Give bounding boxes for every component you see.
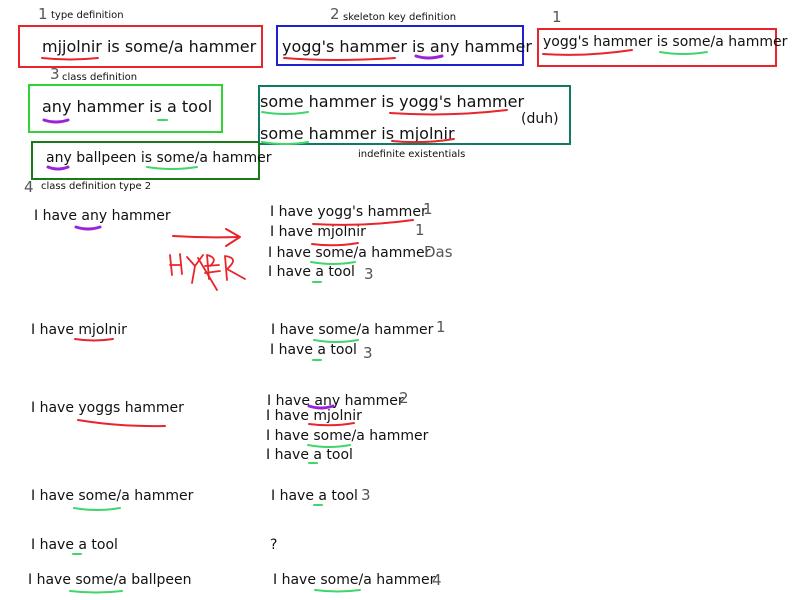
r4-note-3: 3: [361, 486, 371, 504]
r4-right-tool: I have a tool: [271, 488, 358, 504]
dark-green-box-ballpeen: [31, 141, 260, 180]
r2-right-tool: I have a tool: [270, 342, 357, 358]
r5-right-question: ?: [270, 537, 278, 553]
arrow-head-red: [225, 228, 241, 247]
r6-right-text: I have some/a hammer: [273, 572, 436, 588]
r1-note-2: 1: [415, 221, 425, 239]
duh-text: (duh): [521, 111, 559, 127]
red-box-type-definition: [18, 25, 263, 68]
r6-left-text: I have some/a ballpeen: [28, 572, 192, 588]
underline-r3-yoggs-red: [77, 419, 166, 428]
arrow-shaft-red: [172, 235, 239, 239]
underline-r2-mjolnir-red: [74, 338, 114, 342]
red-box-yoggs-some: [537, 28, 777, 67]
any-hammer-tool-text: any hammer is a tool: [42, 97, 213, 116]
number-4: 4: [24, 178, 34, 196]
r3-right-mjolnir: I have mjolnir: [266, 408, 362, 424]
skeleton-key-label: skeleton key definition: [343, 12, 457, 23]
r1-right-mjolnir: I have mjolnir: [270, 224, 366, 240]
r1-note-3: 3: [364, 265, 374, 283]
r2-left-text: I have mjolnir: [31, 322, 127, 338]
teal-line-mjolnir: some hammer is mjolnir: [260, 124, 455, 143]
r2-note-1: 1: [436, 318, 446, 336]
r1-right-some: I have some/a hammer: [268, 245, 431, 261]
mjolnir-definition-text: mjjolnir is some/a hammer: [42, 37, 257, 56]
r1-right-yoggs: I have yogg's hammer: [270, 204, 427, 220]
underline-r1-any-purple: [74, 225, 102, 231]
teal-box-indefinite: [258, 85, 571, 145]
scribble-hyper-red: HYPER: [169, 253, 246, 291]
r6-note-4: 4: [432, 571, 442, 589]
r1-note-1: 1: [423, 200, 433, 218]
r2-note-3: 3: [363, 344, 373, 362]
number-1: 1: [38, 5, 48, 23]
class-def-type2-label: class definition type 2: [41, 181, 152, 192]
r3-note-2: 2: [399, 389, 409, 407]
indefinite-existentials-label: indefinite existentials: [358, 149, 466, 160]
ballpeen-definition-text: any ballpeen is some/a hammer: [46, 150, 272, 166]
number-1b: 1: [552, 8, 562, 26]
yoggs-any-hammer-text: yogg's hammer is any hammer: [282, 37, 532, 56]
underline-r6-some-green: [69, 590, 123, 594]
teal-line-yoggs: some hammer is yogg's hammer: [260, 92, 525, 111]
type-definition-label: type definition: [51, 10, 124, 21]
underline-r6-some-green-2: [314, 589, 361, 593]
r3-right-any: I have any hammer: [267, 393, 404, 409]
r2-right-some: I have some/a hammer: [271, 322, 434, 338]
r1-left-text: I have any hammer: [34, 208, 171, 224]
number-3: 3: [50, 65, 60, 83]
r1-note-das: Das: [424, 243, 453, 261]
green-box-class-definition: [28, 84, 223, 133]
r5-left-text: I have a tool: [31, 537, 118, 553]
r4-left-text: I have some/a hammer: [31, 488, 194, 504]
blue-box-skeleton-key: [276, 25, 524, 66]
number-2: 2: [330, 5, 340, 23]
class-definition-label: class definition: [62, 72, 138, 83]
yoggs-some-hammer-text: yogg's hammer is some/a hammer: [543, 34, 788, 50]
r3-right-tool: I have a tool: [266, 447, 353, 463]
r3-right-some: I have some/a hammer: [266, 428, 429, 444]
r1-right-tool: I have a tool: [268, 264, 355, 280]
underline-r4-some-green: [73, 507, 121, 511]
r3-left-text: I have yoggs hammer: [31, 400, 184, 416]
